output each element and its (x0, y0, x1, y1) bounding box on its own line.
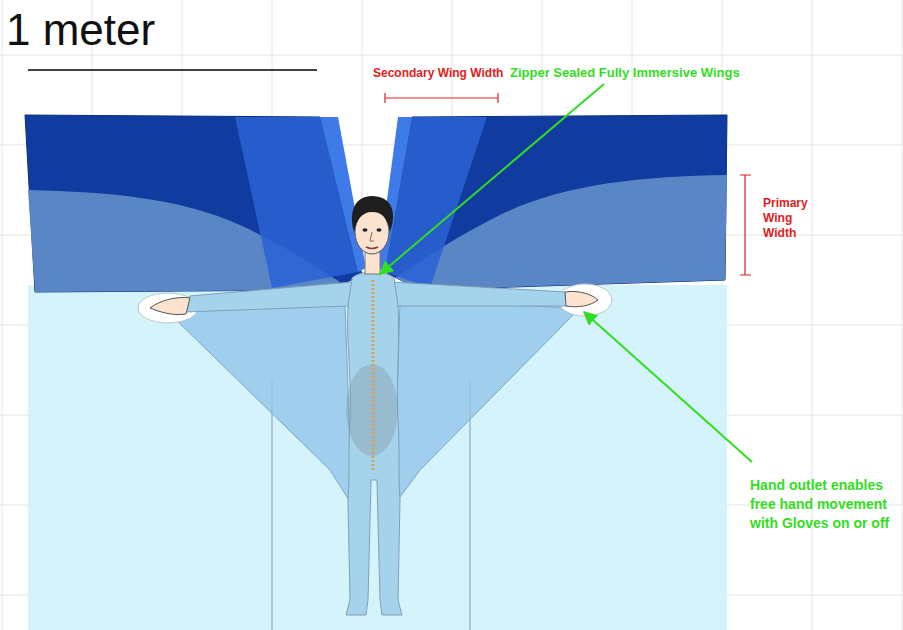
grid-line (902, 0, 903, 630)
eye (377, 228, 382, 232)
dimension-label: Primary Wing Width (763, 196, 823, 241)
right-primary-wing (385, 115, 727, 290)
callout-label: Zipper Sealed Fully Immersive Wings (510, 65, 810, 81)
dimension-label: Secondary Wing Width (373, 66, 523, 81)
scale-label: 1 meter (6, 4, 306, 56)
zipper (372, 280, 375, 470)
right-arm-wing (394, 301, 580, 505)
callout-label: Hand outlet enables free hand movement w… (750, 476, 890, 533)
eye (363, 228, 368, 232)
left-hand (150, 297, 190, 314)
callout-label-text: Zipper Sealed Fully Immersive Wings (510, 65, 810, 81)
leader-arrow (380, 84, 604, 274)
leader-arrow (584, 312, 752, 462)
right-arm (392, 282, 568, 306)
primary-width-bracket (740, 175, 751, 275)
scale-label-text: 1 meter (6, 4, 306, 56)
left-arm (185, 282, 352, 312)
left-secondary-edge (320, 117, 366, 272)
left-arm-wing (168, 303, 352, 505)
dimension-label-text: Primary Wing Width (763, 196, 823, 241)
hair (352, 196, 393, 232)
secondary-width-bracket (385, 93, 498, 103)
nose (370, 232, 374, 241)
callout-label-text: Hand outlet enables free hand movement w… (750, 476, 890, 533)
dimension-label-text: Secondary Wing Width (373, 66, 523, 81)
right-hand (565, 291, 598, 306)
body (346, 272, 402, 615)
neck (365, 252, 380, 274)
grid-line (812, 0, 813, 630)
grid-line (0, 55, 903, 56)
ground-line (272, 380, 273, 630)
hand-outlet (558, 284, 612, 316)
scale-bar (28, 69, 317, 71)
mouth (366, 247, 378, 249)
grid-line (2, 0, 3, 630)
left-primary-wing (25, 115, 362, 292)
